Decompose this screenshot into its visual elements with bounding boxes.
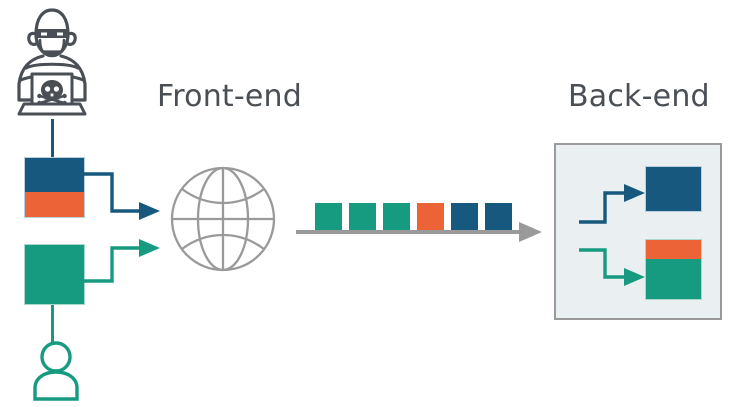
stream-square-3 — [383, 203, 410, 230]
stream-square-2 — [349, 203, 376, 230]
hacker-stem-line — [51, 119, 54, 157]
person-icon — [30, 340, 82, 406]
backend-blue-target — [646, 167, 701, 211]
stream-square-4 — [417, 203, 444, 230]
attacker-block-malicious-segment — [25, 192, 84, 217]
attacker-block-legitimate-segment — [25, 158, 84, 192]
user-to-frontend-arrow — [84, 239, 160, 283]
user-request-block — [25, 245, 84, 304]
stream-square-1 — [315, 203, 342, 230]
backend-teal-segment — [646, 259, 701, 299]
backend-title: Back-end — [568, 79, 710, 114]
backend-orange-segment — [646, 240, 701, 259]
user-stem-line — [51, 305, 54, 343]
globe-icon — [168, 163, 278, 279]
attacker-request-block — [25, 158, 84, 217]
stream-square-6 — [485, 203, 512, 230]
frontend-title: Front-end — [157, 79, 303, 114]
hacker-laptop-skull-icon — [10, 4, 94, 123]
backend-split-target — [646, 240, 701, 299]
attacker-to-frontend-arrow — [84, 172, 160, 220]
stream-square-5 — [451, 203, 478, 230]
